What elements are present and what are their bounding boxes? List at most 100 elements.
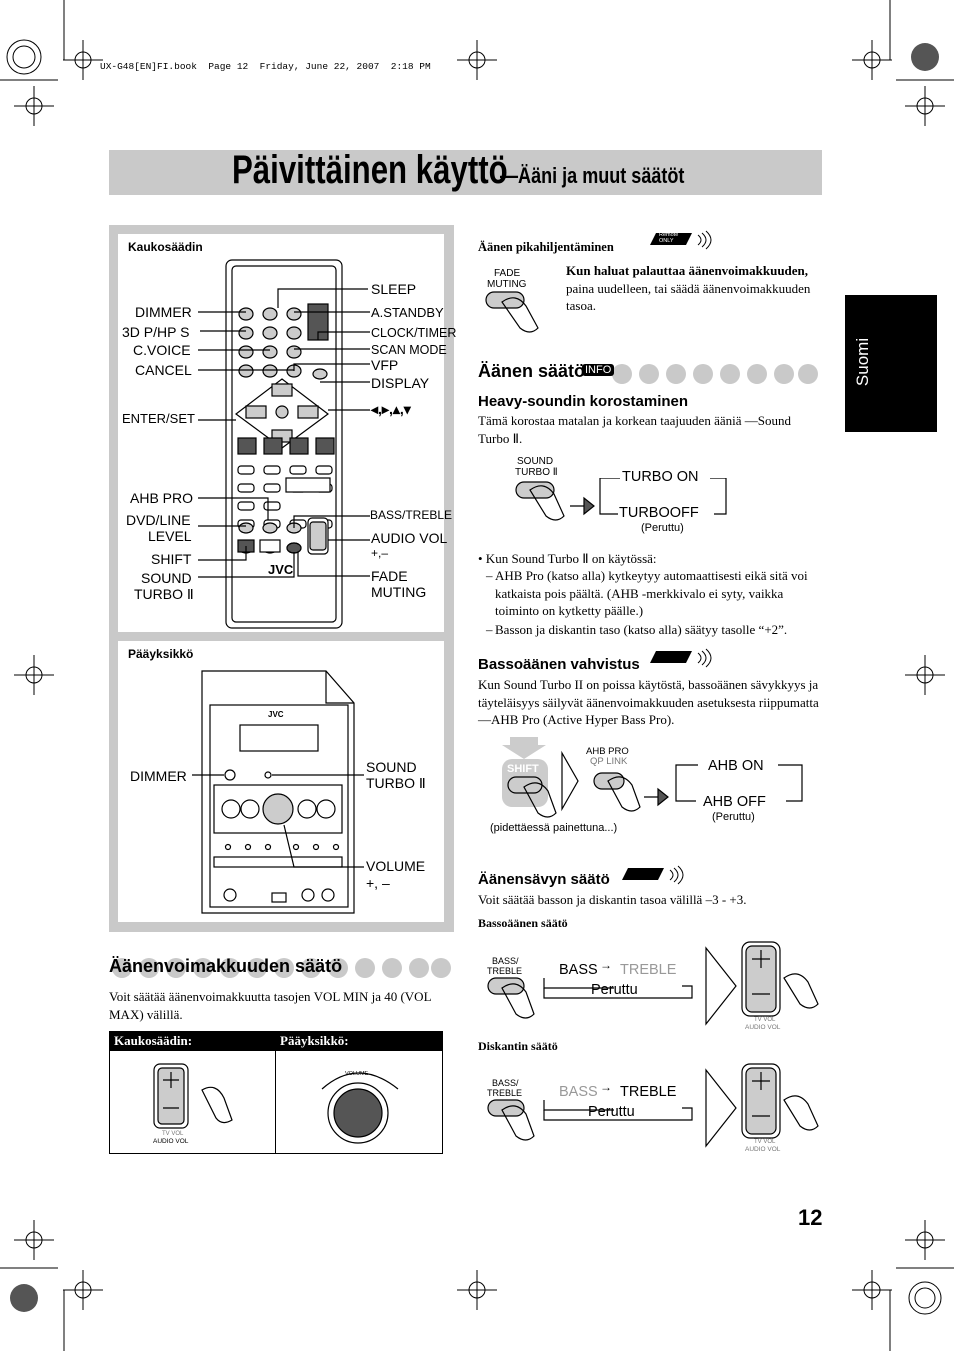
remote-badge-1-line1: Remote — [659, 232, 679, 238]
label-sound: SOUND — [141, 570, 192, 586]
treble-adjust-treble: TREBLE — [620, 1084, 677, 1100]
fade-text-bold: Kun haluat palauttaa äänenvoimakkuuden, — [566, 263, 809, 278]
volume-heading: Äänenvoimakkuuden säätö — [109, 956, 343, 976]
unit-label-volume: VOLUME — [366, 858, 426, 874]
info-badge: INFO — [582, 364, 615, 376]
treble-adjust-default: Peruttu — [588, 1104, 635, 1120]
remote-tv-vol: TV VOL — [162, 1131, 184, 1137]
remote-volume-illustration — [153, 1063, 233, 1129]
bass-audio-vol: AUDIO VOL — [745, 1024, 781, 1031]
label-cvoice: C.VOICE — [133, 342, 191, 358]
label-level: LEVEL — [148, 528, 192, 544]
remote-logo: JVC — [268, 562, 294, 577]
label-clock-timer: CLOCK/TIMER — [371, 326, 457, 340]
ahb-label-2: QP LINK — [590, 756, 628, 767]
bass-adjust-default: Peruttu — [591, 982, 638, 998]
label-3d-php: 3D P/HP S — [122, 324, 190, 340]
turbo-dash-2: – Basson ja diskantin taso (katso alla) … — [486, 621, 822, 639]
volume-text: Voit säätää äänenvoimakkuutta tasojen VO… — [109, 989, 432, 1022]
treble-button-label-1: BASS/ — [492, 1078, 519, 1088]
label-enter-set: ENTER/SET — [122, 411, 195, 426]
unit-volume-label: VOLUME — [345, 1071, 369, 1077]
remote-drawing: JVC — [198, 259, 370, 629]
label-fade: FADE — [371, 568, 408, 584]
page-title: Päivittäinen käyttö—Ääni ja muut säätöt — [232, 148, 684, 193]
sound-heading: Äänen säätö — [478, 361, 586, 381]
label-dimmer: DIMMER — [135, 304, 192, 320]
treble-audio-vol: AUDIO VOL — [745, 1146, 781, 1153]
bass-adjust-treble: TREBLE — [620, 962, 677, 978]
volume-table-header-unit: Pääyksikkö: — [280, 1033, 349, 1048]
label-vfp: VFP — [371, 357, 399, 373]
main-unit-logo: JVC — [268, 710, 284, 719]
unit-label-turbo2: TURBO Ⅱ — [366, 775, 426, 791]
sound-turbo-diagram — [515, 478, 727, 521]
label-bass-treble: BASS/TREBLE — [370, 508, 453, 522]
treble-button-label-2: TREBLE — [487, 1088, 523, 1098]
label-ahb-pro: AHB PRO — [130, 490, 194, 506]
file-header: UX-G48[EN]FI.book Page 12 Friday, June 2… — [100, 61, 431, 72]
bass-adjust-arrow: → — [600, 958, 612, 972]
treble-adjust-heading: Diskantin säätö — [478, 1039, 558, 1053]
label-cancel: CANCEL — [135, 362, 192, 378]
ahb-off: AHB OFF — [703, 794, 766, 810]
remote-only-badge-3 — [622, 865, 684, 885]
remote-only-badge-1 — [650, 230, 712, 250]
unit-label-dimmer: DIMMER — [130, 768, 187, 784]
ahb-label-1: AHB PRO — [586, 746, 629, 757]
main-unit-panel-title: Pääyksikkö — [128, 647, 194, 661]
bass-adjust-bass: BASS — [559, 962, 598, 978]
turbo-dash-2-text: Basson ja diskantin taso (katso alla) sä… — [495, 622, 788, 637]
hold-note: (pidettäessä painettuna...) — [490, 822, 618, 834]
fade-button-label-2: MUTING — [487, 279, 527, 290]
volume-table: Kaukosäädin: Pääyksikkö: — [109, 1031, 443, 1154]
language-tab-label: Suomi — [853, 337, 872, 387]
bass-boost-text: Kun Sound Turbo II on poissa käytöstä, b… — [478, 677, 819, 727]
turbo-on: TURBO ON — [622, 469, 699, 485]
treble-tv-vol: TV VOL — [754, 1139, 776, 1145]
turbo-dash-1-text: AHB Pro (katso alla) kytkeytyy automaatt… — [495, 568, 808, 618]
tone-heading: Äänensävyn säätö — [478, 871, 610, 888]
unit-label-sound: SOUND — [366, 759, 417, 775]
label-scan-mode: SCAN MODE — [371, 343, 447, 357]
ahb-on: AHB ON — [708, 758, 764, 774]
unit-volume-knob — [321, 1072, 399, 1144]
turbo-default: (Peruttu) — [641, 522, 684, 534]
bass-adjust-heading: Bassoäänen säätö — [478, 916, 568, 930]
sound-button-label-2: TURBO Ⅱ — [515, 467, 558, 478]
heavy-text: Tämä korostaa matalan ja korkean taajuud… — [478, 413, 791, 446]
tone-text: Voit säätää basson ja diskantin tasoa vä… — [478, 892, 747, 907]
label-astandby: A.STANDBY — [371, 305, 444, 320]
volume-table-header-remote: Kaukosäädin: — [114, 1033, 193, 1048]
sound-heading-dots — [612, 364, 818, 384]
label-arrows: ◂,▸,▴,▾ — [371, 401, 411, 417]
fade-button-label-1: FADE — [494, 268, 521, 279]
label-sleep: SLEEP — [371, 281, 417, 297]
bass-button-label-2: TREBLE — [487, 966, 523, 976]
volume-heading-dots — [112, 958, 451, 978]
unit-label-plus-minus: +, – — [366, 875, 390, 891]
fade-text-rest: paina uudelleen, tai säädä äänenvoimakku… — [566, 280, 811, 314]
bass-adjust-diagram — [487, 941, 819, 1026]
remote-audio-vol: AUDIO VOL — [153, 1138, 189, 1145]
treble-adjust-arrow: → — [600, 1080, 612, 1094]
shift-label: SHIFT — [507, 763, 539, 775]
page-title-sub: —Ääni ja muut säätöt — [500, 163, 685, 188]
fade-heading: Äänen pikahiljentäminen — [478, 240, 614, 254]
ahb-default: (Peruttu) — [712, 811, 755, 823]
remote-only-badge-2 — [650, 648, 712, 668]
label-plus-minus: +,– — [371, 546, 389, 560]
main-unit-drawing: JVC — [192, 670, 364, 914]
page-number: 12 — [798, 1205, 823, 1230]
turbo-dash-1: – AHB Pro (katso alla) kytkeytyy automaa… — [486, 567, 822, 620]
bass-boost-heading: Bassoäänen vahvistus — [478, 656, 640, 673]
sound-button-label-1: SOUND — [517, 456, 554, 467]
turbo-bullet: • Kun Sound Turbo Ⅱ on käytössä: — [478, 551, 657, 566]
title-bar — [109, 150, 822, 195]
ahb-diagram — [502, 737, 803, 818]
label-muting: MUTING — [371, 584, 427, 600]
label-shift: SHIFT — [151, 551, 192, 567]
label-audio-vol: AUDIO VOL — [371, 530, 448, 546]
remote-panel-title: Kaukosäädin — [128, 240, 203, 254]
